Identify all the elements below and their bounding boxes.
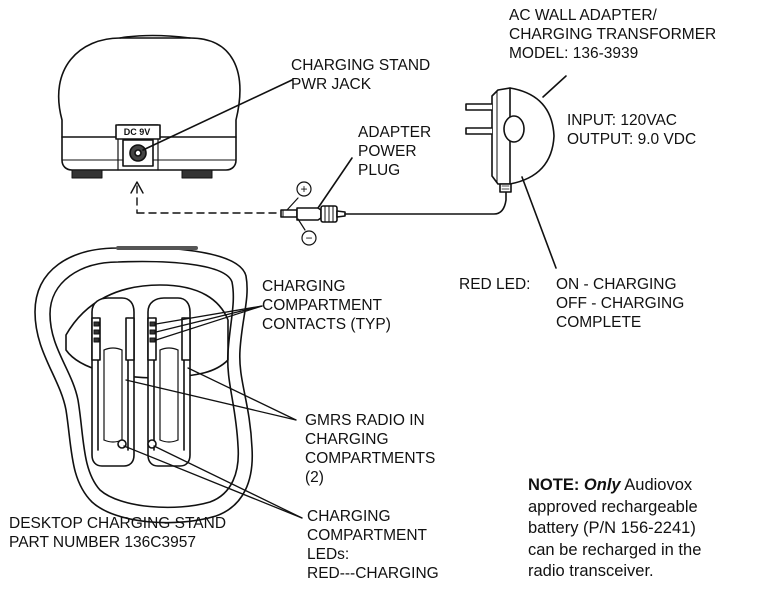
- leader-red-led: [521, 176, 557, 269]
- minus-sign: −: [305, 231, 312, 245]
- adapter-cord: [344, 185, 507, 215]
- ac-wall-adapter-drawing: [465, 87, 555, 193]
- input-output-label: INPUT: 120VAC OUTPUT: 9.0 VDC: [567, 112, 697, 148]
- ac-adapter-label: AC WALL ADAPTER/ CHARGING TRANSFORMER MO…: [509, 7, 717, 62]
- compartment-contacts: [93, 321, 156, 343]
- polarity-markers: [286, 181, 317, 246]
- compartment-leds-label: CHARGING COMPARTMENT LEDs: RED---CHARGIN…: [307, 508, 439, 582]
- charging-stand-jack-label: CHARGING STAND PWR JACK: [291, 57, 431, 93]
- dc-power-jack: [122, 139, 154, 167]
- dc-jack-marking: DC 9V: [124, 127, 151, 137]
- desktop-charging-stand-top-view: [34, 246, 254, 524]
- compartment-contacts-label: CHARGING COMPARTMENT CONTACTS (TYP): [262, 278, 391, 333]
- insertion-path: [130, 181, 277, 214]
- leader-adapter-plug: [317, 157, 353, 209]
- desktop-stand-label: DESKTOP CHARGING STAND PART NUMBER 136C3…: [9, 515, 227, 551]
- note-emphasis: Only: [583, 476, 621, 494]
- gmrs-radio-label: GMRS RADIO IN CHARGING COMPARTMENTS (2): [305, 412, 436, 486]
- leader-ac-adapter: [542, 75, 567, 98]
- plus-sign: +: [300, 182, 307, 196]
- leader-stand-jack: [142, 79, 293, 151]
- note-block: NOTE: Only Audiovox approved rechargeabl…: [528, 476, 702, 580]
- adapter-power-plug-label: ADAPTER POWER PLUG: [358, 124, 432, 179]
- note-line1-rest: Audiovox: [620, 476, 693, 494]
- red-led-states: ON - CHARGING OFF - CHARGING COMPLETE: [556, 276, 685, 331]
- adapter-power-plug-drawing: [280, 205, 346, 223]
- red-led-heading: RED LED:: [459, 276, 531, 293]
- leaders-stand: [123, 305, 303, 519]
- note-prefix: NOTE:: [528, 476, 584, 494]
